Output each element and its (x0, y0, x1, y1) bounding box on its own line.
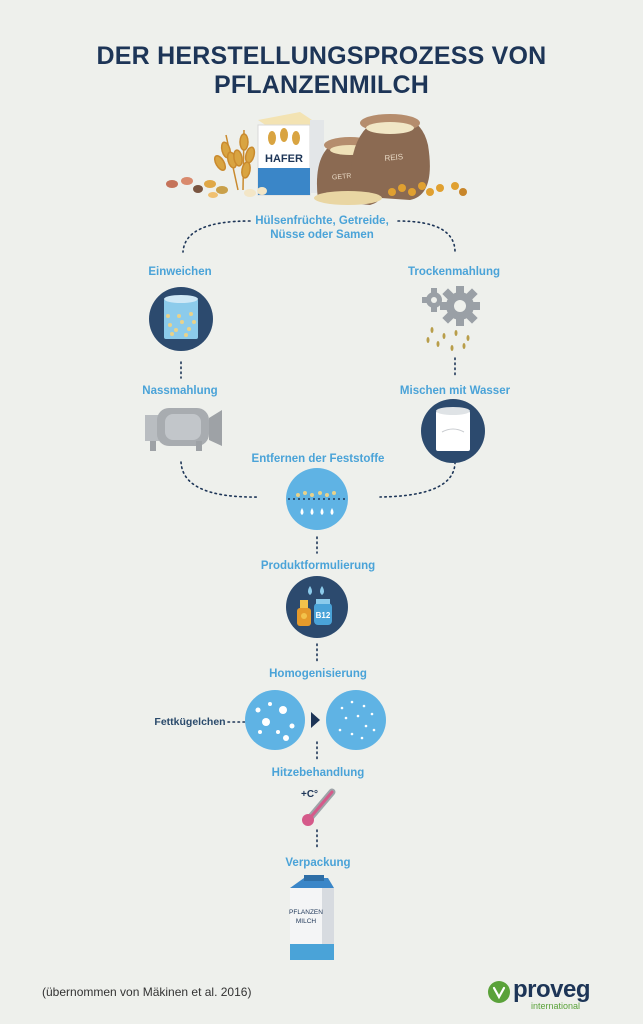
wet-mill-icon (145, 408, 222, 451)
homogenization-after-icon (326, 690, 386, 750)
label-homogenization: Homogenisierung (269, 668, 367, 680)
rice-sack-icon: REIS (350, 114, 430, 200)
grain-pile (314, 191, 382, 205)
wheat-icon (213, 129, 256, 191)
milk-carton-icon: PFLANZEN MILCH (289, 875, 334, 960)
homogenization-before-icon (245, 690, 305, 750)
label-mixing: Mischen mit Wasser (399, 385, 511, 397)
logo-subtitle: international (531, 1001, 581, 1011)
label-soaking: Einweichen (148, 266, 212, 278)
label-formulation: Produktformulierung (260, 560, 376, 572)
heat-symbol: +C° (301, 789, 318, 800)
connector-to-dry-milling (397, 220, 456, 253)
label-source: Hülsenfrüchte, Getreide, Nüsse oder Same… (255, 215, 389, 241)
chickpeas-icon (388, 182, 467, 196)
solids-removal-icon (286, 468, 348, 530)
label-wet-milling: Nassmahlung (142, 385, 218, 397)
arrow-right-icon (311, 712, 320, 728)
soaking-icon (149, 287, 213, 351)
label-packaging: Verpackung (285, 857, 351, 869)
connector-to-soaking (182, 220, 251, 253)
label-solids-removal: Entfernen der Feststoffe (251, 453, 385, 465)
formulation-icon: B12 (286, 576, 348, 638)
proveg-logo: proveg international (487, 976, 597, 1012)
connector-wetmill-solids (180, 461, 259, 498)
label-fat-globules: Fettkügelchen (154, 716, 226, 728)
label-heat: Hitzebehandlung (271, 767, 365, 779)
mixing-icon (421, 399, 485, 463)
ingredients-illustration: HAFER GETREIDE REIS (166, 112, 467, 205)
source-note: (übernommen von Mäkinen et al. 2016) (42, 985, 252, 999)
b12-label: B12 (316, 611, 331, 620)
sack-label-getreide: GETREIDE (332, 171, 369, 181)
oat-box-icon: HAFER (257, 112, 324, 196)
page-title: DER HERSTELLUNGSPROZESS VON PFLANZENMILC… (96, 42, 547, 99)
gears-icon (422, 286, 480, 351)
connectors (180, 220, 456, 851)
logo-name: proveg (513, 976, 591, 1003)
sack-label-reis: REIS (384, 152, 403, 163)
leaf-logo-icon (488, 981, 510, 1003)
connector-mix-solids (379, 461, 456, 498)
carton-label-1: PFLANZEN (289, 909, 323, 916)
beans-icon (166, 177, 267, 198)
thermometer-icon: +C° (301, 788, 336, 826)
carton-label-2: MILCH (296, 918, 317, 925)
label-dry-milling: Trockenmahlung (407, 266, 501, 278)
box-label: HAFER (265, 153, 303, 165)
